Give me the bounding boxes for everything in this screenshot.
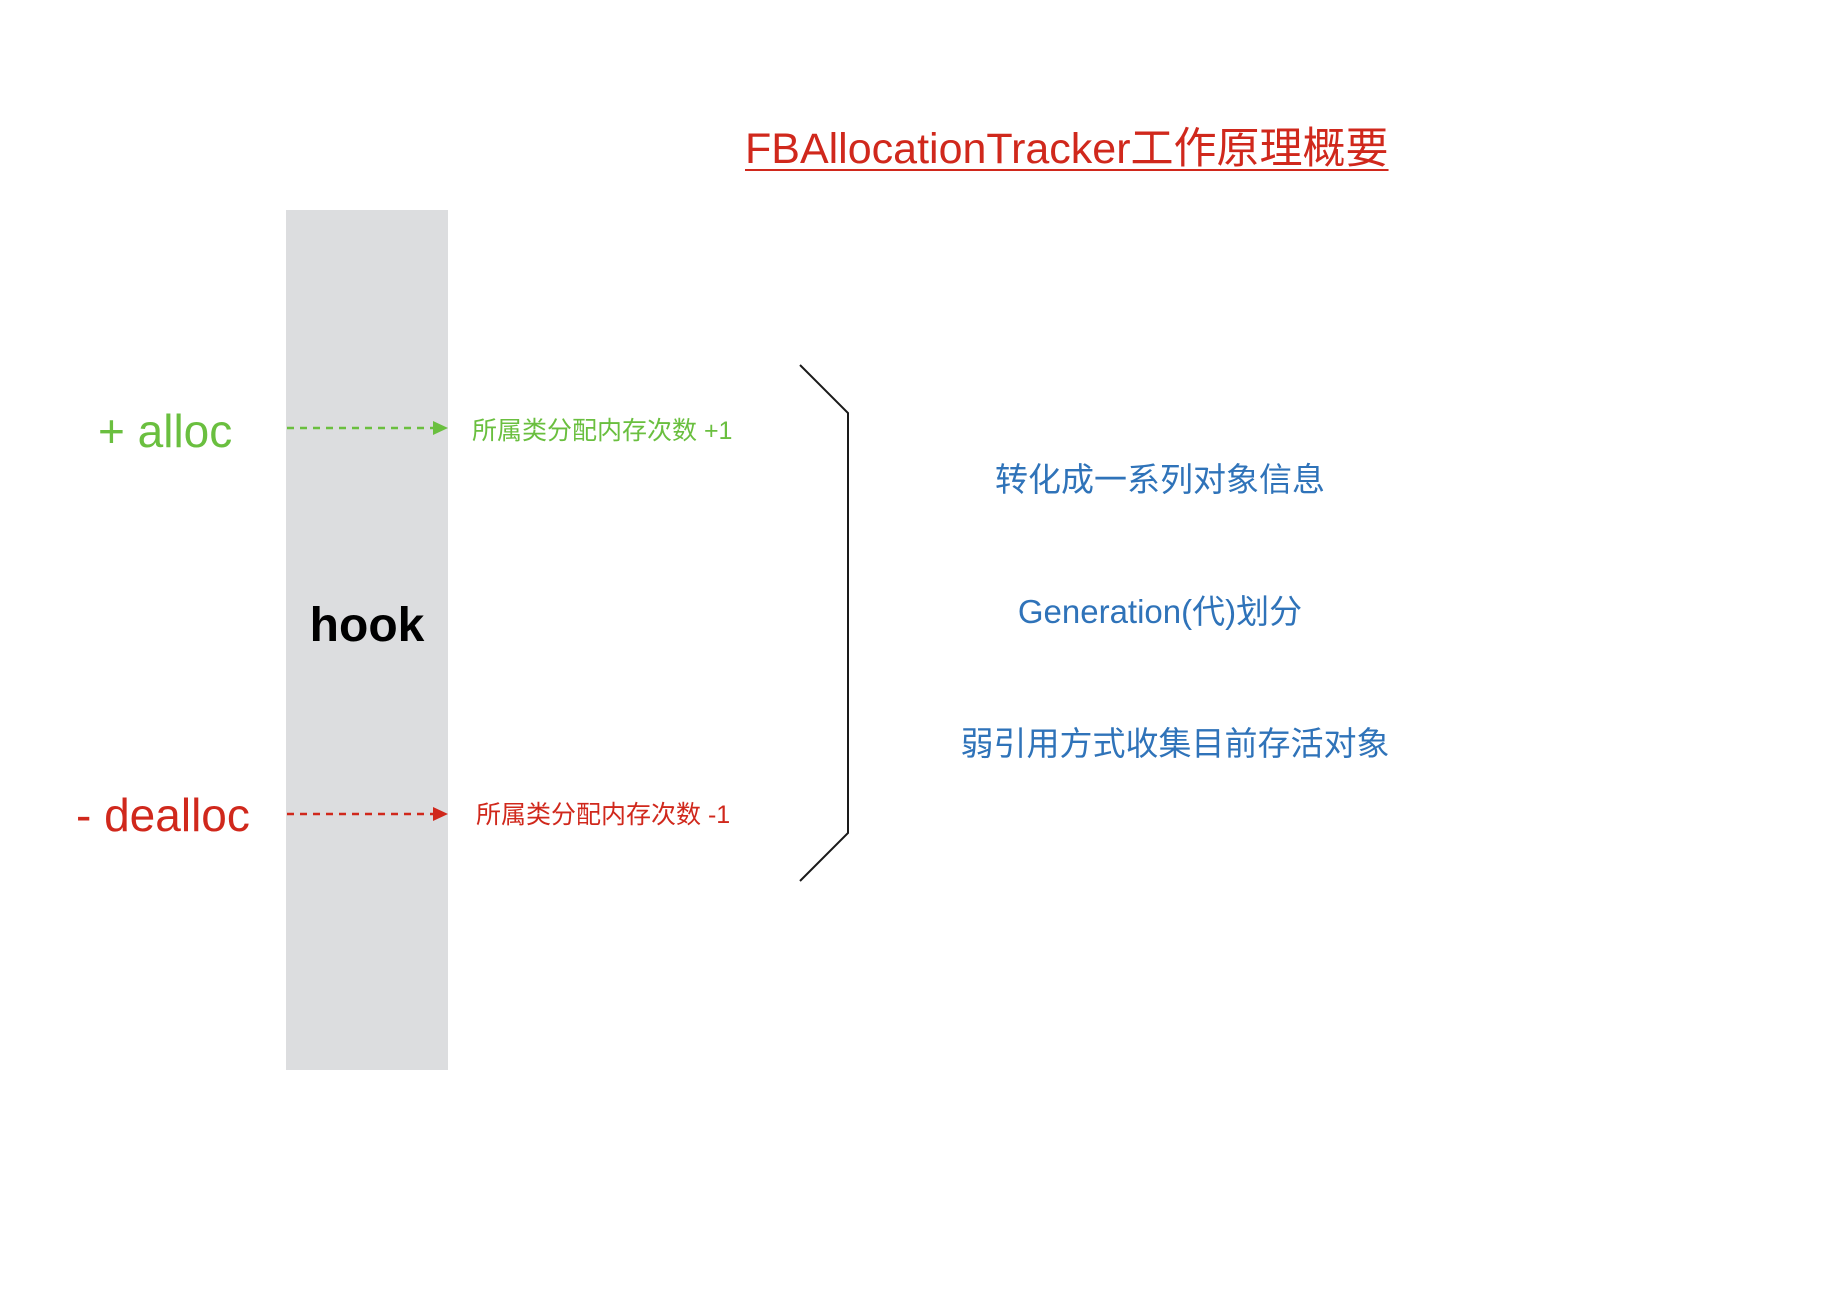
closing-bracket [799, 364, 849, 882]
summary-line-2: Generation(代)划分 [1017, 593, 1303, 630]
hook-label: hook [309, 599, 425, 652]
summary-line-1: 转化成一系列对象信息 [995, 461, 1325, 498]
summary-line-3: 弱引用方式收集目前存活对象 [960, 725, 1390, 762]
alloc-count-note: 所属类分配内存次数 +1 [472, 417, 733, 445]
alloc-label: + alloc [98, 405, 233, 457]
dealloc-count-note: 所属类分配内存次数 -1 [476, 801, 731, 829]
dealloc-label: - dealloc [76, 789, 250, 841]
hook-bar [286, 210, 448, 1070]
diagram-title: FBAllocationTracker工作原理概要 [745, 125, 1389, 173]
